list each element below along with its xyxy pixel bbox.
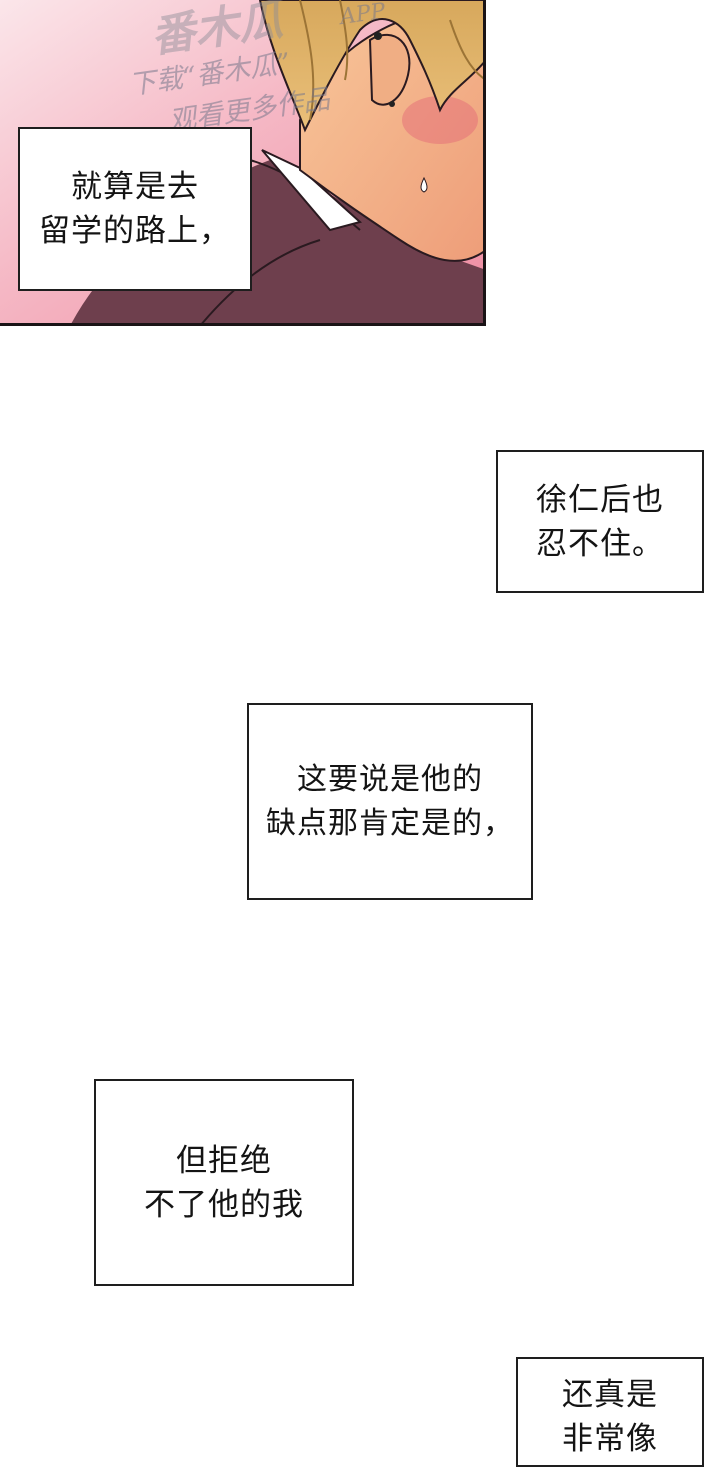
caption-text: 不了他的我 <box>144 1186 304 1223</box>
caption-text: 就算是去 <box>71 169 199 205</box>
caption-box-1: 就算是去 留学的路上， <box>18 127 252 291</box>
caption-box-5: 还真是 非常像 <box>516 1357 704 1467</box>
caption-text: 缺点那肯定是的， <box>266 805 514 841</box>
caption-text: 非常像 <box>562 1421 658 1457</box>
caption-text: 徐仁后也 <box>536 481 664 518</box>
caption-text: 忍不住。 <box>536 525 664 562</box>
caption-text: 这要说是他的 <box>297 761 483 797</box>
caption-text: 但拒绝 <box>176 1142 272 1179</box>
caption-box-2: 徐仁后也 忍不住。 <box>496 450 704 593</box>
caption-box-3: 这要说是他的 缺点那肯定是的， <box>247 703 533 900</box>
caption-box-4: 但拒绝 不了他的我 <box>94 1079 354 1286</box>
caption-text: 还真是 <box>562 1377 658 1413</box>
caption-text: 留学的路上， <box>39 213 231 249</box>
